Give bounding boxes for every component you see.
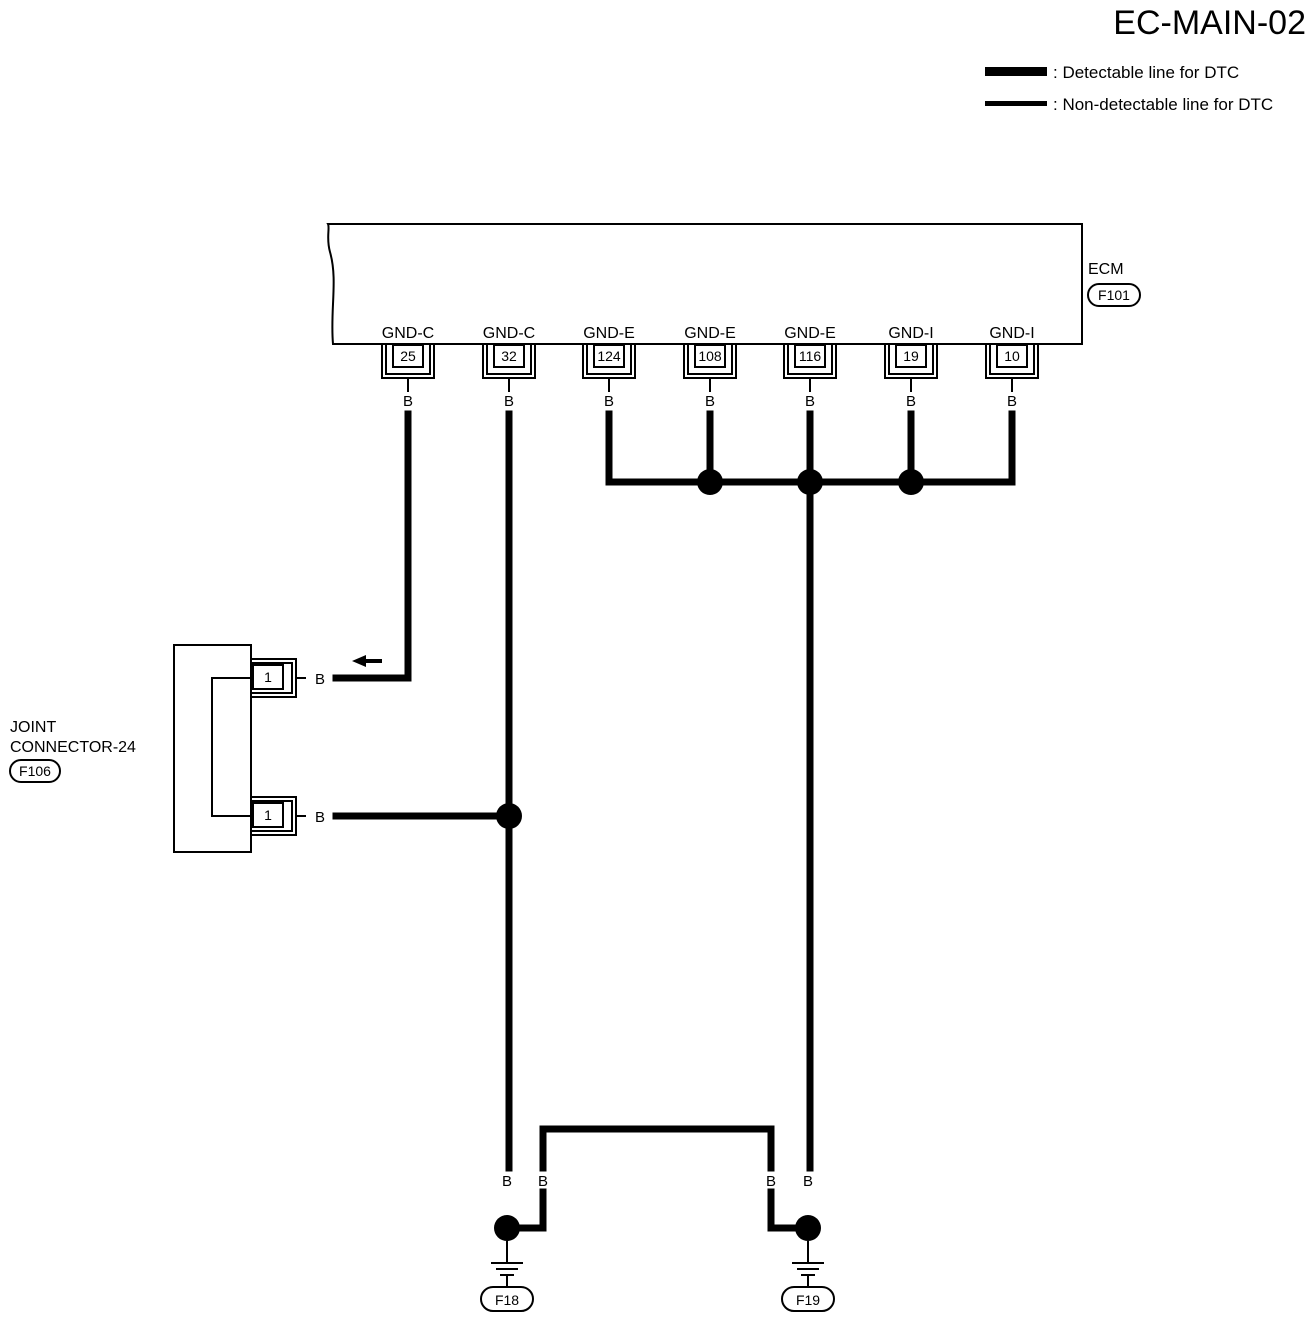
ecm-label: ECM <box>1088 261 1124 278</box>
wire-bridge-left-drop <box>505 1188 547 1232</box>
wire-color-label: B <box>803 1173 813 1190</box>
ground-splice-dot <box>494 1215 520 1241</box>
ecm-terminal: GND-E 116 B <box>783 325 837 410</box>
wire-color-label: B <box>538 1173 548 1190</box>
detectable-line-swatch <box>985 67 1047 76</box>
ground-splice-dot <box>795 1215 821 1241</box>
joint-connector-label-line1: JOINT <box>10 719 56 736</box>
joint-connector-id: F106 <box>19 763 51 779</box>
wire-color-label: B <box>315 671 325 688</box>
joint-pin-number: 1 <box>264 807 272 823</box>
terminal-signal: GND-C <box>483 325 535 342</box>
ground-badge <box>781 1286 835 1312</box>
splice-dot <box>496 803 522 829</box>
terminal-pin-box <box>392 344 424 368</box>
ground-id: F18 <box>495 1292 519 1308</box>
wire-color-label: B <box>604 393 614 410</box>
wire-color-label: B <box>403 393 413 410</box>
wires <box>332 410 1016 1232</box>
ecm-terminal: GND-E 124 B <box>582 325 636 410</box>
joint-connector-badge <box>9 759 61 783</box>
wire-color-label: B <box>502 1173 512 1190</box>
wire-color-label: B <box>315 809 325 826</box>
wire-color-label: B <box>504 393 514 410</box>
ground-badge <box>480 1286 534 1312</box>
splice-dot <box>898 469 924 495</box>
terminal-signal: GND-E <box>583 325 635 342</box>
ecm-outline <box>326 223 1083 345</box>
terminal-pin-number: 19 <box>903 348 919 364</box>
terminal-pin-box <box>694 344 726 368</box>
joint-pin-box <box>252 802 284 828</box>
terminal-pin-number: 25 <box>400 348 416 364</box>
splice-dot <box>797 469 823 495</box>
ecm-terminal: GND-C 25 B <box>381 325 435 410</box>
wire-color-label: B <box>766 1173 776 1190</box>
arrow-left-icon <box>352 655 382 667</box>
legend-non-detectable-text: : Non-detectable line for DTC <box>1053 95 1273 114</box>
terminal-pin-box <box>794 344 826 368</box>
terminal-pin-box <box>996 344 1028 368</box>
ground-icon <box>491 1262 523 1276</box>
ecm-unit: ECM F101 <box>326 223 1141 345</box>
terminal-pin-box <box>593 344 625 368</box>
terminal-stubs <box>407 378 1013 392</box>
terminal-pin-number: 124 <box>597 348 621 364</box>
joint-connector: 1 B 1 B JOINT CONNECTOR-24 F106 <box>9 644 325 853</box>
terminal-signal: GND-E <box>684 325 736 342</box>
ecm-connector-id: F101 <box>1098 287 1130 303</box>
wire-color-label: B <box>906 393 916 410</box>
ground-f18: B B F18 <box>480 1173 548 1312</box>
terminal-signal: GND-I <box>989 325 1034 342</box>
joint-connector-label-line2: CONNECTOR-24 <box>10 739 136 756</box>
ecm-terminal: GND-I 19 B <box>884 325 938 410</box>
terminal-signal: GND-I <box>888 325 933 342</box>
ecm-terminal: GND-E 108 B <box>683 325 737 410</box>
ground-id: F19 <box>796 1292 820 1308</box>
wire-gnd-c-25 <box>332 410 412 682</box>
wire-color-label: B <box>1007 393 1017 410</box>
ecm-terminal: GND-C 32 B <box>482 325 536 410</box>
terminal-pin-box <box>493 344 525 368</box>
diagram-title: EC-MAIN-02 <box>1113 4 1306 42</box>
terminal-signal: GND-E <box>784 325 836 342</box>
ground-icon <box>792 1262 824 1276</box>
terminal-signal: GND-C <box>382 325 434 342</box>
terminal-pin-number: 10 <box>1004 348 1020 364</box>
wire-color-label: B <box>805 393 815 410</box>
terminal-pin-number: 108 <box>698 348 722 364</box>
ground-f19: B B F19 <box>766 1173 835 1312</box>
joint-pin-number: 1 <box>264 669 272 685</box>
wire-color-label: B <box>705 393 715 410</box>
terminal-pin-number: 32 <box>501 348 517 364</box>
ecm-terminal: GND-I 10 B <box>985 325 1039 410</box>
legend-detectable-text: : Detectable line for DTC <box>1053 63 1239 82</box>
splices <box>496 469 924 829</box>
splice-dot <box>697 469 723 495</box>
legend: : Detectable line for DTC : Non-detectab… <box>985 63 1273 114</box>
terminal-pin-number: 116 <box>799 348 822 364</box>
joint-pin-box <box>252 664 284 690</box>
non-detectable-line-swatch <box>985 101 1047 106</box>
terminal-pin-box <box>895 344 927 368</box>
joint-internal-link <box>211 677 252 817</box>
wire-ground-bridge <box>539 1125 775 1172</box>
ecm-connector-badge <box>1087 283 1141 307</box>
